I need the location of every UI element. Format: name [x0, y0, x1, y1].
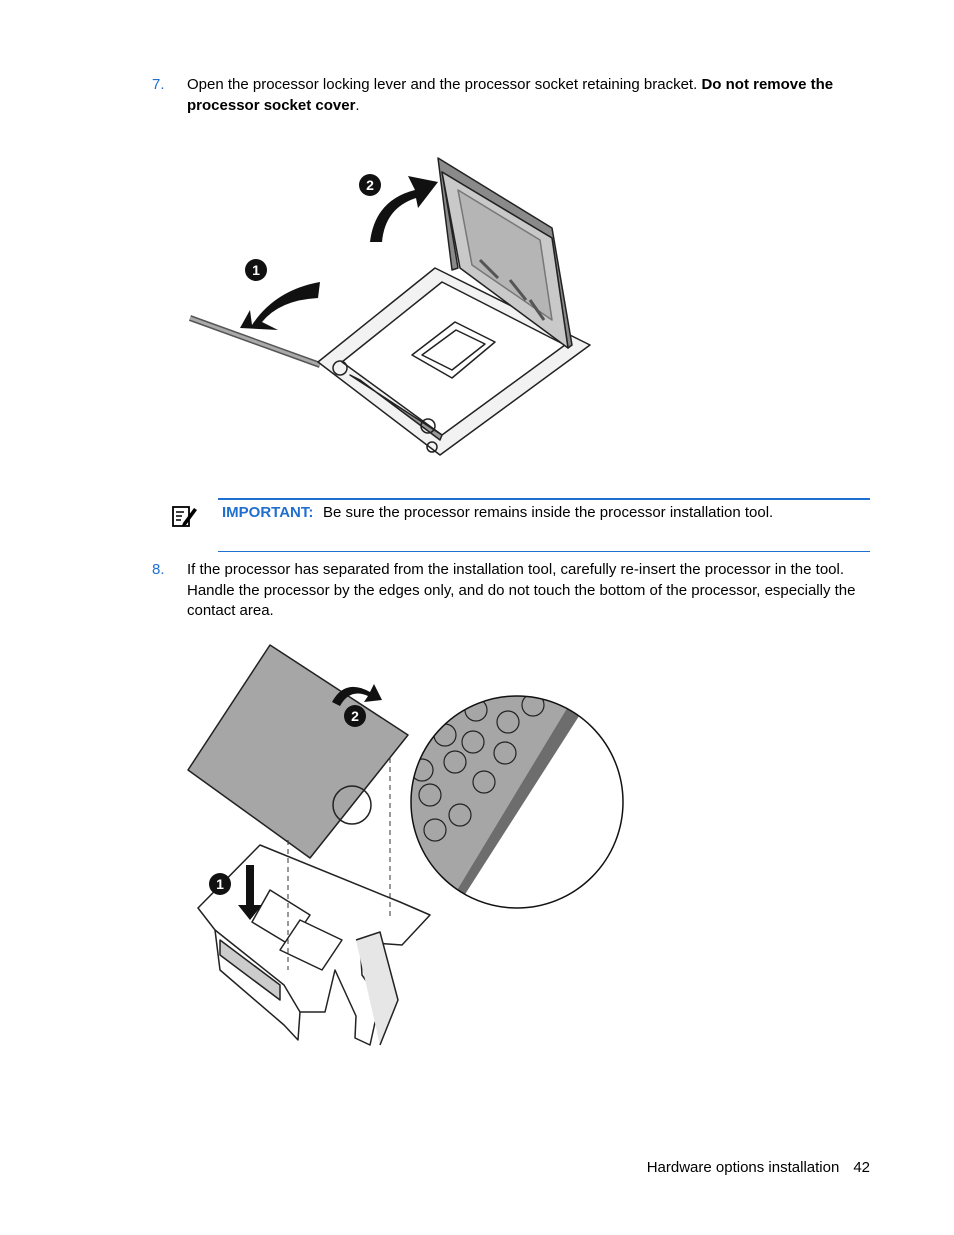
socket-open-illustration: 1 2 — [188, 157, 591, 456]
callout-1: 1 — [252, 262, 260, 278]
step-text: If the processor has separated from the … — [187, 561, 856, 619]
step-text: Open the processor locking lever and the… — [187, 76, 834, 114]
note-rule-top — [218, 498, 870, 500]
step-warning: Do not remove the processor socket cover — [187, 76, 834, 114]
important-label: IMPORTANT: — [222, 504, 314, 521]
callout-2: 2 — [351, 708, 359, 724]
footer-section: Hardware options installation — [646, 1159, 840, 1176]
note-rule-bottom — [218, 551, 870, 552]
callout-2: 2 — [366, 177, 374, 193]
step-number: 8. — [152, 561, 165, 578]
page-footer: Hardware options installation 42 — [647, 1159, 870, 1176]
step-number: 7. — [152, 76, 165, 93]
important-note-icon — [172, 506, 197, 527]
important-note: IMPORTANT: Be sure the processor remains… — [168, 498, 870, 552]
important-message: Be sure the processor remains inside the… — [323, 504, 774, 521]
callout-1: 1 — [216, 876, 224, 892]
page-number: 42 — [853, 1159, 870, 1176]
processor-tool-illustration: 1 2 — [187, 644, 624, 1046]
